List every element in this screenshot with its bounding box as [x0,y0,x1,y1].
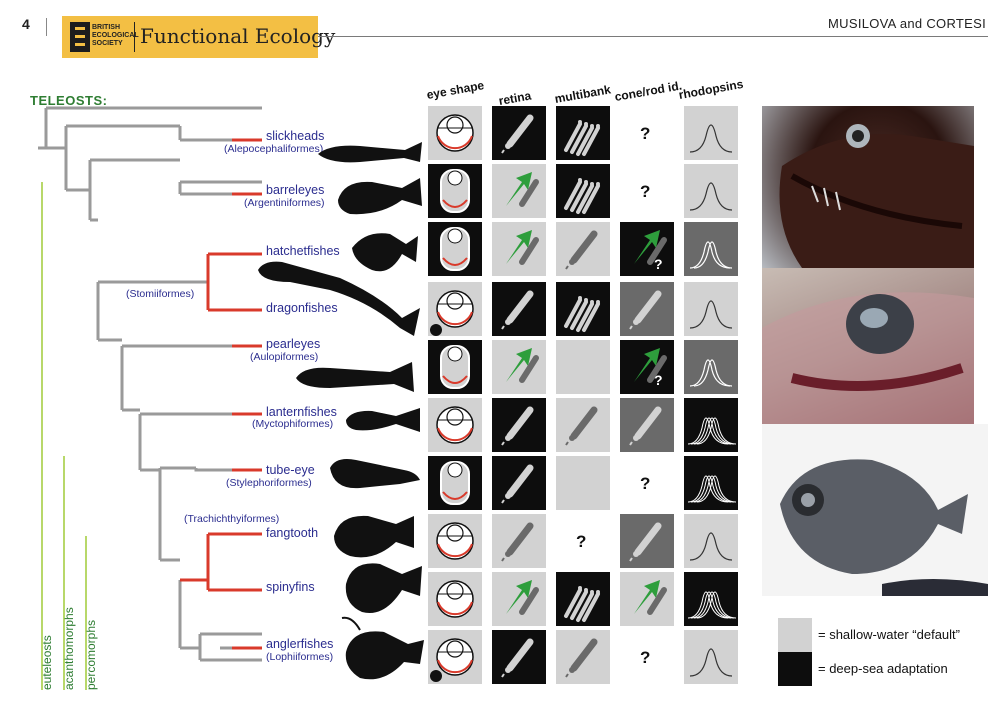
fangtooth-silhouette [334,515,414,558]
cell-rhodopsin-dragonfishes [684,282,738,336]
cell-conerod-spinyfins [620,572,674,626]
dragonfish-silhouette [258,261,420,336]
photo-pearleye [762,268,974,424]
logo-separator [134,22,135,52]
unknown-marker: ? [640,648,651,667]
taxon-spinyfins: spinyfins [266,580,315,594]
slickhead-silhouette [318,142,422,163]
spinyfin-silhouette [345,563,422,614]
order-myctophiformes: (Myctophiformes) [252,418,334,430]
order-stylephoriformes: (Stylephoriformes) [226,477,312,489]
journal-title: Functional Ecology [140,24,336,48]
pearleye-silhouette [296,362,414,392]
bes-logo-icon [70,22,90,52]
cell-conerod-pearleyes [620,340,674,394]
order-argentiniformes: (Argentiniformes) [244,197,325,209]
taxon-fangtooth: fangtooth [266,526,319,540]
cell-rhodopsin-slickheads [684,106,738,160]
lanternfish-silhouette [346,408,420,432]
cell-rhodopsin-fangtooth [684,514,738,568]
taxon-lanternfishes: lanternfishes [266,405,337,419]
barreleye-silhouette [338,178,422,215]
running-head-authors: MUSILOVA and CORTESI [828,16,986,31]
legend-label-light: = shallow-water “default” [818,627,960,642]
unknown-marker: ? [576,532,587,551]
order-aulopiformes: (Aulopiformes) [250,351,319,363]
order-stomiiformes: (Stomiiformes) [126,288,195,300]
taxon-dragonfishes: dragonfishes [266,301,338,315]
photo-dragonfish [762,106,974,268]
photo-hatchetfish [762,424,988,596]
cell-retina-barreleyes [492,164,546,218]
order-alepocephaliformes: (Alepocephaliformes) [224,143,324,155]
cell-retina-pearleyes [492,340,546,394]
unknown-marker: ? [654,256,663,272]
unknown-marker: ? [640,474,651,493]
cell-conerod-hatchetfishes [620,222,674,276]
hatchetfish-silhouette [352,233,418,272]
cell-retina-hatchetfishes [492,222,546,276]
header-divider [46,18,47,36]
hatchetfish-photo-art [780,459,988,596]
cell-rhodopsin-barreleyes [684,164,738,218]
taxon-barreleyes: barreleyes [266,183,325,197]
taxon-slickheads: slickheads [266,129,325,143]
page-number: 4 [22,16,30,32]
taxon-hatchetfishes: hatchetfishes [266,244,340,258]
society-name: BRITISH ECOLOGICAL SOCIETY [92,24,139,47]
taxon-tube-eye: tube-eye [266,463,315,477]
unknown-marker: ? [654,372,663,388]
header-rule [318,36,988,37]
anglerfish-silhouette [341,616,424,680]
legend-label-dark: = deep-sea adaptation [818,661,948,676]
unknown-marker: ? [640,182,651,201]
cell-retina-spinyfins [492,572,546,626]
cell-rhodopsin-anglerfishes [684,630,738,684]
order-trachichthyiformes: (Trachichthyiformes) [184,513,280,525]
tube-eye-silhouette [330,459,420,489]
legend-swatch-dark [778,652,812,686]
unknown-marker: ? [640,124,651,143]
legend-swatch-light [778,618,812,652]
taxon-pearleyes: pearleyes [266,337,321,351]
tree-label: TELEOSTS: [30,93,108,108]
order-lophiiformes: (Lophiiformes) [266,651,334,663]
pearleye-photo-art [762,292,974,424]
taxon-anglerfishes: anglerfishes [266,637,334,651]
journal-banner [62,16,318,58]
dragonfish-photo-art [779,124,974,268]
